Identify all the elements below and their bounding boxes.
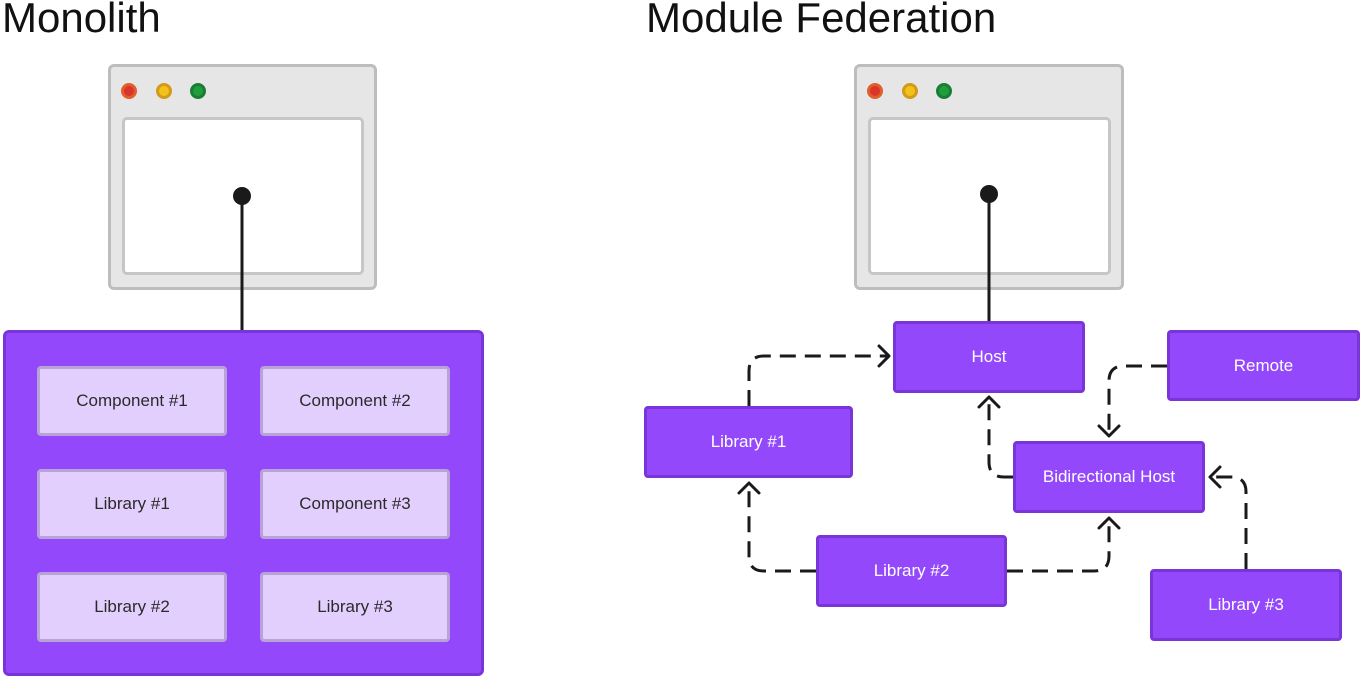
monolith-container: Component #1 Component #2 Library #1 Com… bbox=[3, 330, 484, 676]
close-dot-icon bbox=[121, 83, 137, 99]
monolith-title: Monolith bbox=[2, 0, 161, 41]
edge-remote-to-bidirectional-host bbox=[1107, 364, 1167, 436]
arrowhead-host-bottom bbox=[977, 395, 1001, 409]
minimize-dot-icon bbox=[156, 83, 172, 99]
monolith-browser-window bbox=[108, 64, 377, 290]
monolith-item-component-1: Component #1 bbox=[37, 366, 227, 436]
mf-connector-dot bbox=[980, 185, 998, 203]
arrowhead-bidirectional-host-top bbox=[1097, 424, 1121, 438]
node-library-3: Library #3 bbox=[1150, 569, 1342, 641]
node-library-1: Library #1 bbox=[644, 406, 853, 478]
node-remote: Remote bbox=[1167, 330, 1360, 401]
maximize-dot-icon bbox=[936, 83, 952, 99]
edge-library2-to-library1 bbox=[747, 483, 816, 573]
close-dot-icon bbox=[867, 83, 883, 99]
edge-library3-to-bidirectional-host bbox=[1210, 475, 1248, 569]
arrowhead-host-left bbox=[877, 344, 891, 368]
monolith-item-library-3: Library #3 bbox=[260, 572, 450, 642]
monolith-item-component-2: Component #2 bbox=[260, 366, 450, 436]
monolith-item-library-1: Library #1 bbox=[37, 469, 227, 539]
node-library-2: Library #2 bbox=[816, 535, 1007, 607]
edge-library2-to-bidirectional-host bbox=[1007, 518, 1111, 573]
monolith-item-component-3: Component #3 bbox=[260, 469, 450, 539]
arrowhead-bidirectional-host-right bbox=[1208, 465, 1222, 489]
arrowhead-library1-bottom bbox=[737, 481, 761, 495]
monolith-item-library-2: Library #2 bbox=[37, 572, 227, 642]
monolith-connector-dot bbox=[233, 187, 251, 205]
minimize-dot-icon bbox=[902, 83, 918, 99]
arrowhead-bidirectional-host-bottom bbox=[1097, 516, 1121, 530]
maximize-dot-icon bbox=[190, 83, 206, 99]
edge-library1-to-host bbox=[747, 354, 889, 406]
node-host: Host bbox=[893, 321, 1085, 393]
edge-bidirectional-host-to-host bbox=[987, 397, 1013, 479]
module-federation-title: Module Federation bbox=[646, 0, 997, 41]
node-bidirectional-host: Bidirectional Host bbox=[1013, 441, 1205, 513]
